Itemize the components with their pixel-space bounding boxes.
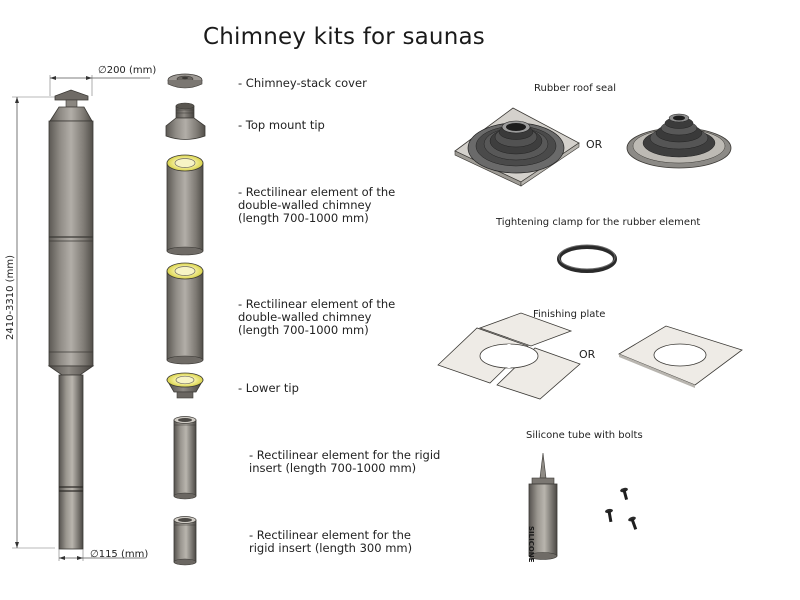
component-label-line: - Top mount tip xyxy=(238,118,325,132)
component-label-line: insert (length 700-1000 mm) xyxy=(249,461,417,475)
double-walled-element-1-shape xyxy=(166,154,204,256)
component-label-line: rigid insert (length 300 mm) xyxy=(249,541,413,555)
exploded-components xyxy=(165,73,206,566)
component-label-rect1: - Rectilinear element of the double-wall… xyxy=(238,186,395,225)
component-label-line: - Chimney-stack cover xyxy=(238,76,367,90)
top-diameter-label: ∅200 (mm) xyxy=(98,65,157,76)
component-label-rigid2: - Rectilinear element for the rigid inse… xyxy=(249,529,412,555)
rigid-insert-element-1-shape xyxy=(173,416,197,500)
component-label-line: (length 700-1000 mm) xyxy=(238,323,369,337)
lower-tip-shape xyxy=(166,372,204,399)
component-label-line: - Lower tip xyxy=(238,381,299,395)
component-label-line: double-walled chimney xyxy=(238,310,372,324)
chimney-stack-cover-shape xyxy=(167,73,203,89)
silicone-label: Silicone tube with bolts xyxy=(526,430,643,441)
height-label: 2410-3310 (mm) xyxy=(5,255,16,340)
insulated-pipe-shape xyxy=(48,120,94,367)
or-label-seal: OR xyxy=(586,138,603,151)
component-label-line: - Rectilinear element for the rigid xyxy=(249,448,441,462)
component-label-line: - Rectilinear element for the xyxy=(249,528,411,542)
cap-shape xyxy=(54,89,89,101)
or-label-plate: OR xyxy=(579,348,596,361)
top-mount-tip-shape xyxy=(165,102,206,140)
bottom-diameter-label: ∅115 (mm) xyxy=(90,549,149,560)
finishing-plate-whole-shape xyxy=(618,325,743,388)
finishing-plate-split-shape xyxy=(437,312,581,400)
rigid-insert-shape xyxy=(58,374,84,550)
silicone-tube-shape xyxy=(528,452,558,560)
page-title: Chimney kits for saunas xyxy=(203,24,485,50)
rubber-roof-seal-round-shape xyxy=(626,113,732,169)
double-walled-element-2-shape xyxy=(166,262,204,365)
component-label-line: double-walled chimney xyxy=(238,198,372,212)
roof-seal-label: Rubber roof seal xyxy=(534,83,617,94)
rubber-roof-seal-square-shape xyxy=(454,107,580,187)
component-label-cover: - Chimney-stack cover xyxy=(238,77,367,90)
rigid-insert-element-2-shape xyxy=(173,516,197,566)
component-label-line: - Rectilinear element of the xyxy=(238,297,396,311)
component-label-rigid1: - Rectilinear element for the rigid inse… xyxy=(249,449,440,475)
bolts-shape xyxy=(605,487,638,530)
component-label-line: (length 700-1000 mm) xyxy=(238,211,369,225)
tightening-clamp-shape xyxy=(557,244,617,273)
component-label-top-tip: - Top mount tip xyxy=(238,119,325,132)
component-label-lower-tip: - Lower tip xyxy=(238,382,299,395)
finishing-plate-label: Finishing plate xyxy=(533,309,606,320)
clamp-label: Tightening clamp for the rubber element xyxy=(496,217,701,228)
component-label-line: - Rectilinear element of the xyxy=(238,185,396,199)
assembled-chimney xyxy=(12,75,150,561)
component-label-rect2: - Rectilinear element of the double-wall… xyxy=(238,298,395,337)
silicone-brand-label: SILICONE xyxy=(527,526,535,563)
